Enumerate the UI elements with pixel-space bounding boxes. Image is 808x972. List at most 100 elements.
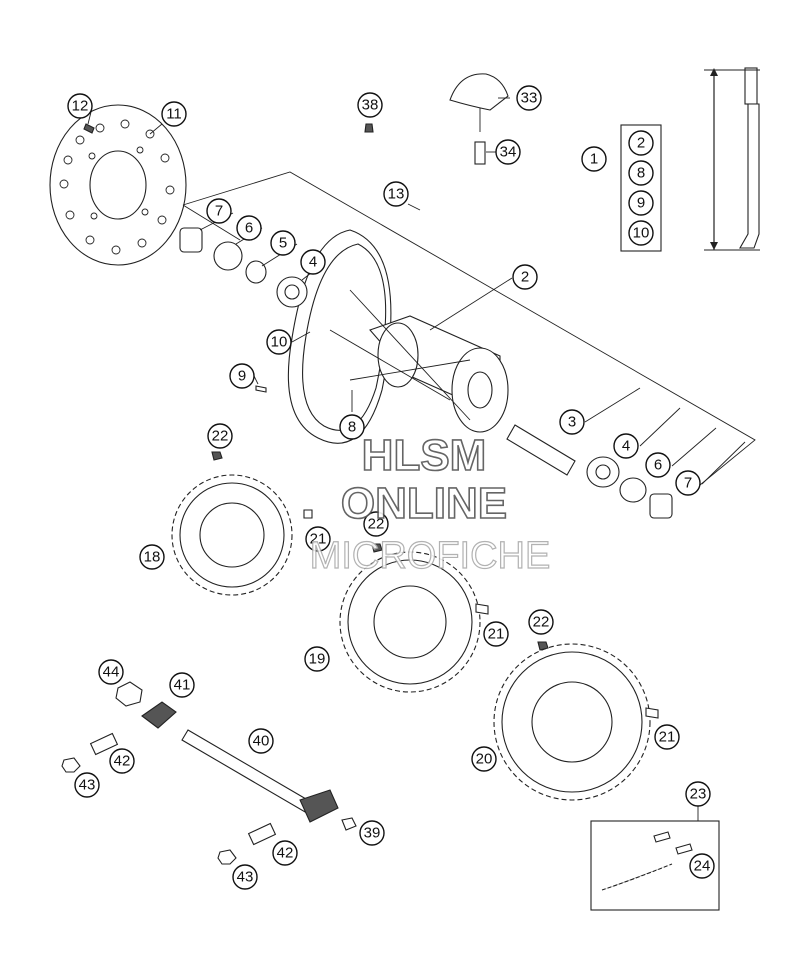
sprocket-nut-1	[211, 451, 223, 461]
callout-22-b: 22	[363, 511, 389, 537]
svg-text:7: 7	[684, 475, 692, 492]
watermark: HLSM ONLINE MICROFICHE	[309, 430, 551, 577]
sprocket-nut-2	[371, 543, 383, 553]
callout-10-kit: 10	[628, 220, 654, 246]
adjuster-nut-1	[61, 757, 81, 773]
svg-text:3: 3	[568, 414, 576, 431]
svg-text:18: 18	[144, 549, 161, 566]
callout-18: 18	[139, 544, 165, 570]
spoke-nipple	[255, 385, 267, 393]
drive-chain-box	[590, 820, 720, 911]
svg-text:6: 6	[245, 220, 253, 237]
svg-text:12: 12	[72, 98, 89, 115]
hub-assembly-outline	[182, 171, 756, 486]
callout-24: 24	[689, 853, 715, 879]
stud	[474, 141, 486, 165]
callout-19: 19	[304, 646, 330, 672]
callout-4-right: 4	[613, 433, 639, 459]
svg-text:21: 21	[488, 626, 505, 643]
svg-text:2: 2	[637, 135, 645, 152]
svg-text:40: 40	[253, 733, 270, 750]
callout-11: 11	[161, 101, 187, 127]
callout-44: 44	[98, 659, 124, 685]
callout-8-kit: 8	[628, 160, 654, 186]
rear-axle	[181, 729, 339, 823]
sprocket-small	[171, 474, 293, 596]
callout-41: 41	[169, 672, 195, 698]
svg-text:22: 22	[368, 516, 385, 533]
disc-screw	[83, 123, 95, 134]
brake-disc	[49, 104, 187, 266]
svg-text:44: 44	[103, 664, 120, 681]
wheel-rim	[287, 229, 392, 444]
svg-text:11: 11	[166, 106, 182, 123]
callout-10: 10	[266, 329, 292, 355]
callout-40: 40	[248, 728, 274, 754]
callout-42-a: 42	[109, 748, 135, 774]
left-circlip	[245, 260, 267, 284]
axle-nut	[115, 681, 143, 707]
callout-42-b: 42	[272, 840, 298, 866]
svg-text:13: 13	[388, 186, 405, 203]
svg-text:21: 21	[659, 729, 676, 746]
right-bearing	[586, 456, 620, 488]
svg-text:2: 2	[521, 269, 529, 286]
svg-text:43: 43	[79, 777, 96, 794]
sprocket-nut-3	[537, 641, 549, 651]
svg-text:ONLINE: ONLINE	[341, 479, 507, 528]
callout-7-left: 7	[206, 198, 232, 224]
svg-text:4: 4	[622, 438, 630, 455]
callout-4-left: 4	[300, 249, 326, 275]
adjuster-nut-2	[217, 849, 237, 865]
chain-adjuster	[141, 701, 177, 729]
svg-text:8: 8	[637, 165, 645, 182]
small-screw-38	[364, 123, 374, 133]
wheel-hub	[329, 289, 509, 433]
svg-text:21: 21	[310, 531, 327, 548]
left-seal	[213, 241, 243, 271]
callout-5: 5	[270, 230, 296, 256]
svg-text:19: 19	[309, 651, 326, 668]
svg-text:5: 5	[279, 235, 287, 252]
callout-23: 23	[685, 781, 711, 807]
svg-text:41: 41	[174, 677, 191, 694]
right-seal	[619, 477, 647, 503]
axle-spacer-tube	[506, 424, 576, 476]
svg-text:38: 38	[362, 97, 379, 114]
callout-43-b: 43	[232, 864, 258, 890]
callout-9-kit: 9	[628, 190, 654, 216]
svg-text:9: 9	[238, 368, 246, 385]
adjuster-bolt-1	[89, 732, 119, 756]
callout-43-a: 43	[74, 772, 100, 798]
callout-9: 9	[229, 363, 255, 389]
callout-20: 20	[471, 746, 497, 772]
svg-text:43: 43	[237, 869, 254, 886]
axle-small-part	[341, 817, 357, 831]
svg-text:42: 42	[277, 845, 294, 862]
svg-text:42: 42	[114, 753, 131, 770]
callout-22-c: 22	[528, 609, 554, 635]
svg-text:22: 22	[533, 614, 550, 631]
sprocket-bolt-1	[303, 509, 313, 519]
svg-text:22: 22	[212, 428, 229, 445]
svg-text:10: 10	[633, 225, 650, 242]
sprocket-medium	[339, 551, 481, 693]
right-spacer	[649, 493, 673, 519]
svg-text:4: 4	[309, 254, 317, 271]
callout-1: 1	[581, 146, 607, 172]
callout-22-a: 22	[207, 423, 233, 449]
svg-text:23: 23	[690, 786, 707, 803]
callout-39: 39	[359, 820, 385, 846]
callout-34: 34	[495, 139, 521, 165]
svg-text:20: 20	[476, 751, 493, 768]
sprocket-bolt-3	[645, 707, 659, 719]
chain-guide-cover	[449, 73, 509, 132]
adjuster-bolt-2	[247, 822, 277, 846]
svg-text:9: 9	[637, 195, 645, 212]
callout-12: 12	[67, 93, 93, 119]
svg-text:1: 1	[590, 151, 598, 168]
callout-33: 33	[516, 85, 542, 111]
svg-text:MICROFICHE: MICROFICHE	[310, 535, 551, 577]
callout-2: 2	[512, 264, 538, 290]
